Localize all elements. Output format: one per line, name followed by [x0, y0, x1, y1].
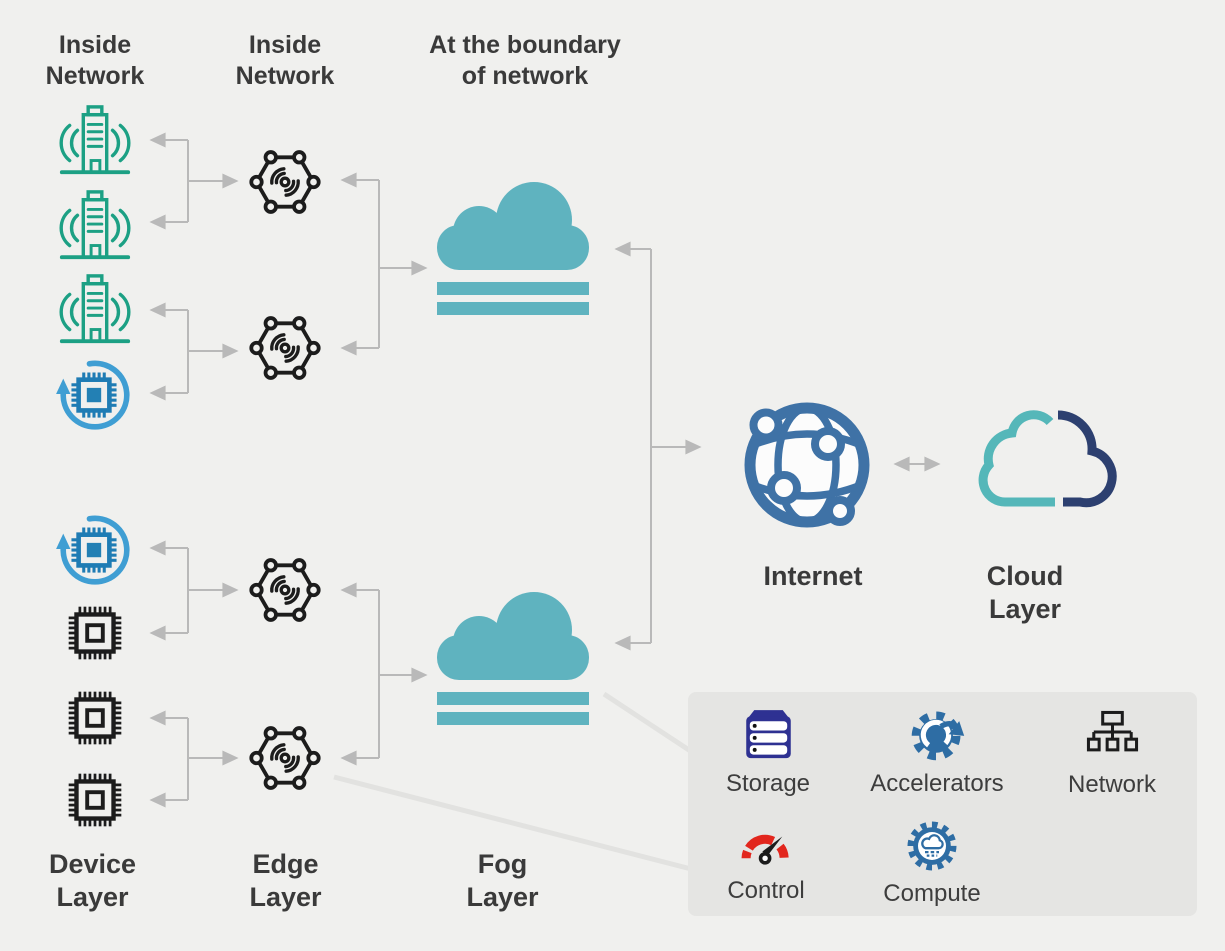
layer-label-device: Device Layer — [48, 849, 137, 912]
callout-line-fog-to-panel — [602, 691, 697, 757]
column-header-boundary: At the boundary of network — [429, 31, 621, 90]
callout-line-edge-to-panel — [333, 774, 696, 873]
edge-node-hexagon-icon — [247, 552, 323, 628]
capability-label: Storage — [725, 770, 811, 797]
column-header-edge: Inside Network — [235, 31, 335, 90]
microchip-icon — [56, 594, 134, 672]
building-with-signal-icon — [56, 272, 134, 350]
capability-label: Network — [1067, 771, 1157, 798]
building-with-signal-icon — [56, 103, 134, 181]
accelerators-icon — [906, 704, 968, 764]
layer-label-edge: Edge Layer — [249, 849, 322, 912]
chip-refresh-icon — [53, 507, 135, 589]
edge-node-hexagon-icon — [247, 310, 323, 386]
capability-item-storage: Storage — [688, 706, 848, 798]
edge-node-hexagon-icon — [247, 720, 323, 796]
chip-refresh-icon — [53, 352, 135, 434]
capability-label: Control — [727, 877, 805, 904]
layer-label-fog: Fog Layer — [466, 849, 539, 912]
microchip-icon — [56, 679, 134, 757]
microchip-icon — [56, 761, 134, 839]
capability-item-accelerators: Accelerators — [857, 704, 1017, 798]
capability-label: Accelerators — [870, 770, 1004, 797]
callout-lines — [333, 691, 697, 873]
network-icon — [1084, 708, 1141, 765]
internet-globe-icon — [737, 395, 877, 535]
fog-cloud-icon — [437, 580, 589, 730]
storage-icon — [740, 706, 797, 764]
capability-item-control: Control — [686, 822, 846, 905]
capability-item-compute: Compute — [852, 818, 1012, 908]
control-icon — [737, 822, 795, 871]
layer-label-internet: Internet — [763, 561, 863, 591]
building-with-signal-icon — [56, 188, 134, 266]
column-header-device: Inside Network — [45, 31, 145, 90]
cloud-outline-icon — [958, 402, 1118, 524]
fog-cloud-icon — [437, 170, 589, 320]
layer-label-cloud: Cloud Layer — [986, 561, 1064, 624]
edge-node-hexagon-icon — [247, 144, 323, 220]
compute-icon — [904, 818, 960, 874]
capability-item-network: Network — [1032, 708, 1192, 799]
capability-label: Compute — [883, 880, 981, 907]
